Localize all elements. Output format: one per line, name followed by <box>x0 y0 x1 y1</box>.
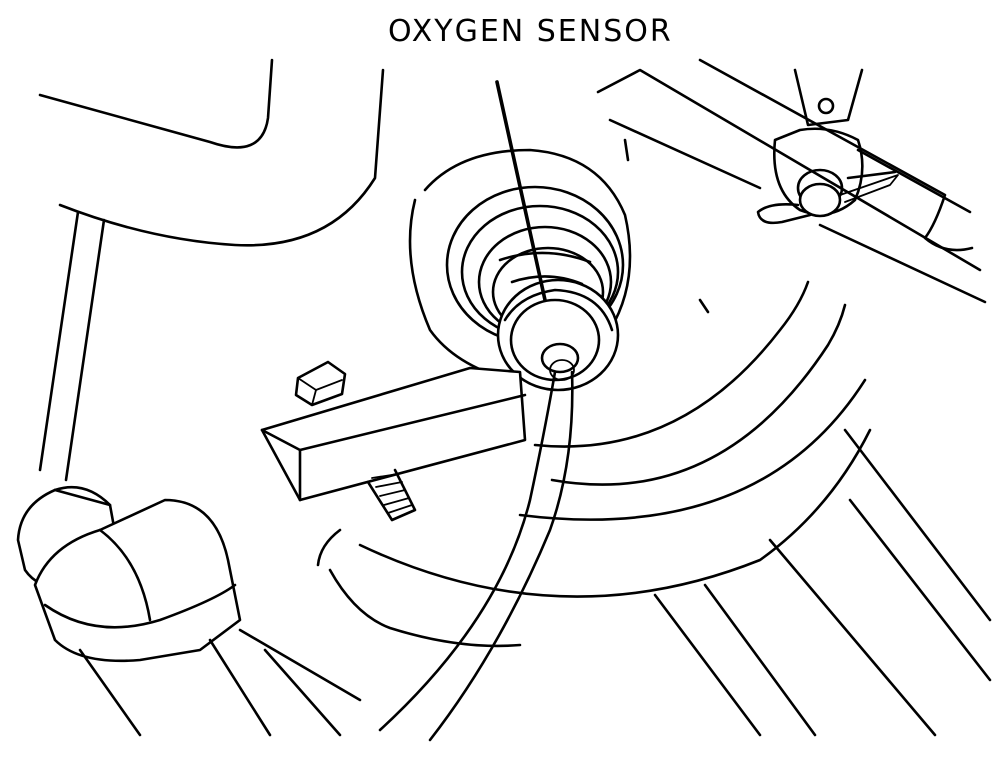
hex-nut <box>294 360 347 407</box>
oxygen-sensor <box>496 278 620 392</box>
threaded-stud <box>366 468 417 522</box>
bracket-hole <box>817 97 835 115</box>
oxygen-sensor-callout: OXYGEN SENSOR <box>388 14 673 49</box>
clevis-pin-head <box>798 182 842 218</box>
mounting-bar <box>260 360 527 522</box>
upper-housing <box>38 58 385 482</box>
sensor-lead-grommet <box>540 342 580 374</box>
right-bracket <box>596 58 987 314</box>
callout-leader-line <box>495 80 547 302</box>
lower-left-component <box>16 485 362 737</box>
sensor-wire <box>378 370 574 742</box>
exhaust-manifold <box>316 280 992 737</box>
